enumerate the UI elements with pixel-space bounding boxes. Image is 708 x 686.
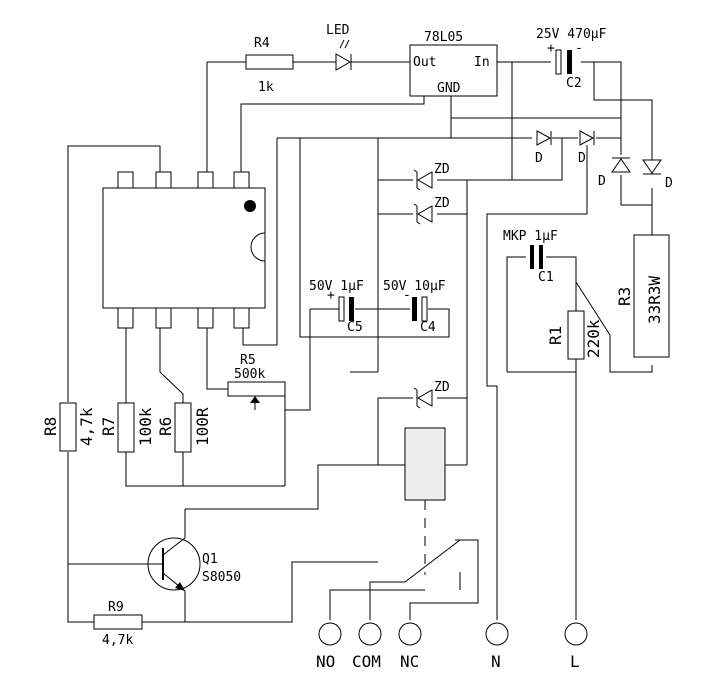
- c4-value: 50V 10µF: [383, 279, 446, 294]
- led: LED: [326, 23, 352, 71]
- regulator-78l05: 78L05 Out In GND: [409, 30, 498, 97]
- led-label: LED: [326, 23, 350, 38]
- zener-1-label: ZD: [434, 162, 450, 177]
- diode-d3: D: [598, 157, 631, 189]
- c5-value: 50V 1µF: [309, 279, 364, 294]
- diode-d2: D: [578, 130, 595, 166]
- capacitor-c1: MKP 1µF C1: [503, 229, 558, 285]
- resistor-r6: R6 100R: [156, 402, 212, 453]
- terminal-com: [358, 622, 382, 646]
- terminal-l: [564, 622, 588, 646]
- r1-ref: R1: [546, 326, 565, 345]
- potentiometer-r5: R5 500k: [227, 353, 286, 410]
- r9-value: 4,7k: [102, 633, 133, 648]
- c1-ref: C1: [538, 270, 554, 285]
- resistor-r9: R9 4,7k: [93, 600, 143, 648]
- terminal-nc: [398, 622, 422, 646]
- capacitor-c5: + 50V 1µF C5: [309, 279, 364, 335]
- capacitor-c4: - 50V 10µF C4: [383, 279, 446, 335]
- q1-value: S8050: [202, 570, 241, 585]
- r6-ref: R6: [156, 417, 175, 436]
- terminals: NO COM NC N L: [316, 622, 588, 671]
- relay: [404, 427, 461, 583]
- transistor-q1: Q1 S8050: [147, 537, 241, 592]
- resistor-r4: R4 1k: [245, 36, 294, 95]
- terminal-nc-label: NC: [400, 652, 419, 671]
- resistor-r7: R7 100k: [99, 402, 155, 453]
- r8-ref: R8: [41, 417, 60, 436]
- ic-chip: [102, 171, 266, 329]
- diode-d1: D: [535, 130, 552, 166]
- c2-plus: +: [547, 41, 555, 56]
- c2-value: 25V 470µF: [536, 27, 607, 42]
- c5-ref: C5: [347, 320, 363, 335]
- r4-ref: R4: [254, 36, 270, 51]
- zener-diode-1: ZD: [413, 162, 450, 191]
- q1-ref: Q1: [202, 552, 218, 567]
- r5-ref: R5: [240, 353, 256, 368]
- regulator-out-label: Out: [413, 55, 436, 70]
- r5-value: 500k: [234, 367, 265, 382]
- r4-value: 1k: [258, 80, 274, 95]
- resistor-r3: R3 33R3W: [615, 234, 670, 358]
- zener-diode-2: ZD: [413, 196, 450, 225]
- diode-d3-label: D: [598, 174, 606, 189]
- diode-d4: D: [642, 159, 673, 191]
- c4-minus: -: [403, 288, 411, 303]
- terminal-l-label: L: [570, 652, 580, 671]
- resistor-r1: R1 220k: [546, 310, 603, 360]
- regulator-in-label: In: [474, 55, 490, 70]
- c5-plus: +: [327, 288, 335, 303]
- terminal-no-label: NO: [316, 652, 335, 671]
- resistor-r8: R8 4,7k: [41, 402, 96, 452]
- c2-minus: -: [575, 41, 583, 56]
- terminal-com-label: COM: [352, 652, 381, 671]
- c2-ref: C2: [566, 76, 582, 91]
- r7-ref: R7: [99, 417, 118, 436]
- capacitor-c2: + - 25V 470µF C2: [536, 27, 607, 91]
- c1-value: MKP 1µF: [503, 229, 558, 244]
- r6-value: 100R: [193, 407, 212, 446]
- regulator-name: 78L05: [424, 30, 463, 45]
- diode-d1-label: D: [535, 151, 543, 166]
- r3-value: 33R3W: [645, 275, 664, 324]
- r8-value: 4,7k: [77, 407, 96, 446]
- wires: [67, 61, 653, 623]
- diode-d2-label: D: [578, 151, 586, 166]
- r7-value: 100k: [136, 407, 155, 446]
- zener-2-label: ZD: [434, 196, 450, 211]
- diode-d4-label: D: [665, 176, 673, 191]
- terminal-n: [485, 622, 509, 646]
- zener-3-label: ZD: [434, 380, 450, 395]
- c4-ref: C4: [420, 320, 436, 335]
- r1-value: 220k: [584, 319, 603, 358]
- r9-ref: R9: [108, 600, 124, 615]
- terminal-no: [318, 622, 342, 646]
- r3-ref: R3: [615, 287, 634, 306]
- zener-diode-3: ZD: [413, 380, 450, 409]
- terminal-n-label: N: [491, 652, 501, 671]
- regulator-gnd-label: GND: [437, 81, 461, 96]
